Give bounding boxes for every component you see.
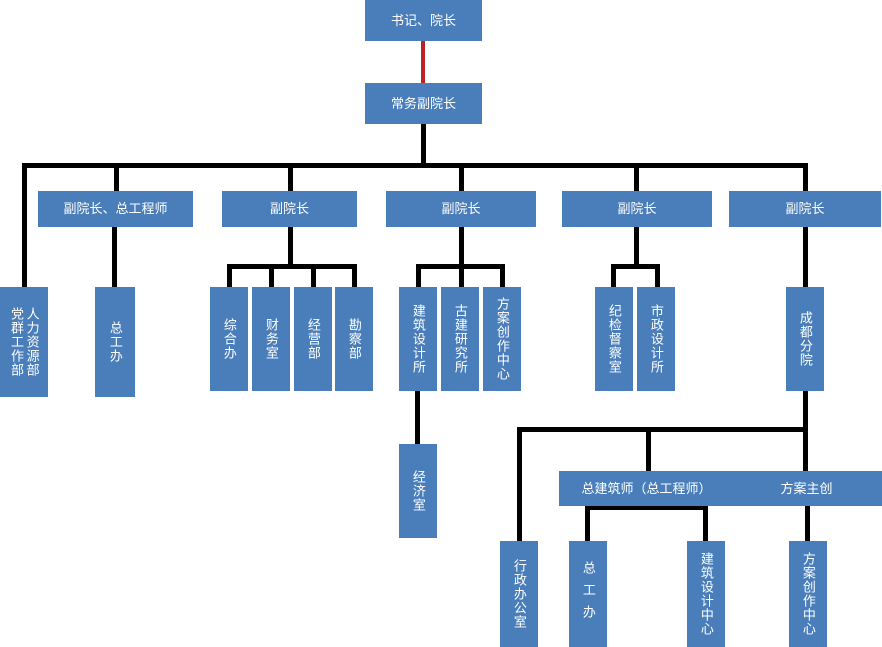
node-chengdu-branch[interactable]: 成都分院 [786, 287, 824, 391]
node-vice-president-2[interactable]: 副院长 [222, 191, 357, 227]
connector-chief-architect-to-arch-design-center [703, 505, 708, 542]
connector-drop-scheme-lead [803, 427, 808, 472]
node-architectural-design-institute[interactable]: 建筑设计所 [399, 287, 437, 391]
connector-drop-ancient-arch-institute [459, 264, 464, 288]
node-chief-architect[interactable]: 总建筑师（总工程师） [559, 471, 734, 506]
connector-chengdu-branch-stem [803, 391, 808, 431]
connector-arch-design-institute-to-economics-office [415, 391, 420, 445]
node-administrative-office[interactable]: 行政办公室 [500, 541, 538, 647]
node-ancient-architecture-institute[interactable]: 古建研究所 [441, 287, 479, 391]
node-vice-president-chief-engineer-label: 副院长、总工程师 [63, 201, 168, 217]
node-survey-department[interactable]: 勘察部 [335, 287, 373, 391]
connector-drop-scheme-creation-center [500, 264, 505, 288]
connector-drop-discipline-inspection [611, 264, 616, 288]
node-vice-president-4[interactable]: 副院长 [562, 191, 712, 227]
connector-vice2-stem [288, 226, 293, 266]
node-vice-president-chief-engineer[interactable]: 副院长、总工程师 [38, 191, 193, 227]
connector-drop-chief-architect [646, 427, 651, 472]
node-architectural-design-institute-label: 建筑设计所 [410, 304, 426, 374]
node-vice-president-5[interactable]: 副院长 [729, 191, 881, 227]
connector-director-to-exec-vice [421, 40, 425, 90]
node-municipal-design-institute-label: 市政设计所 [648, 304, 664, 374]
node-municipal-design-institute[interactable]: 市政设计所 [637, 287, 675, 391]
connector-drop-municipal-design-institute [655, 264, 660, 288]
node-business-department[interactable]: 经营部 [294, 287, 332, 391]
node-vice-president-3[interactable]: 副院长 [386, 191, 536, 227]
connector-drop-vice-3 [459, 163, 464, 192]
node-scheme-creation-center-chengdu-label: 方案创作中心 [800, 552, 816, 636]
connector-drop-vice-2 [288, 163, 293, 192]
connector-drop-vice-4 [634, 163, 639, 192]
node-economics-office[interactable]: 经济室 [399, 444, 437, 538]
connector-vice4-stem [634, 226, 639, 266]
connector-vice5-to-chengdu-branch [803, 226, 808, 288]
node-scheme-creation-center-label: 方案创作中心 [494, 297, 510, 381]
connector-scheme-lead-to-scheme-creation-center [805, 505, 810, 542]
node-survey-department-label: 勘察部 [346, 318, 362, 360]
connector-vice4-bus [611, 264, 660, 269]
node-discipline-inspection-office[interactable]: 纪检督察室 [595, 287, 633, 391]
connector-vice2-bus [227, 264, 357, 269]
node-party-affairs-and-hr[interactable]: 党群工作部 人力资源部 [0, 287, 48, 397]
node-scheme-creation-center-chengdu[interactable]: 方案创作中心 [789, 541, 827, 647]
connector-drop-general-office [227, 264, 232, 288]
connector-drop-vice-chief-eng [114, 163, 119, 192]
node-business-department-label: 经营部 [305, 318, 321, 360]
node-exec-vice-president[interactable]: 常务副院长 [365, 83, 482, 124]
node-director-label: 书记、院长 [390, 12, 456, 28]
connector-vice3-stem [459, 226, 464, 266]
node-vice-president-5-label: 副院长 [785, 201, 825, 217]
connector-drop-admin-office [517, 427, 522, 542]
connector-exec-vice-stem [421, 124, 426, 165]
connector-drop-business-dept [311, 264, 316, 288]
node-vice-president-2-label: 副院长 [269, 201, 309, 217]
node-exec-vice-president-label: 常务副院长 [390, 95, 456, 111]
node-finance-office-label: 财务室 [263, 318, 279, 360]
node-economics-office-label: 经济室 [410, 470, 426, 512]
node-human-resources-label: 人力资源部 [24, 307, 40, 377]
node-chengdu-branch-label: 成都分院 [797, 311, 813, 367]
node-vice-president-3-label: 副院长 [441, 201, 481, 217]
node-chief-engineer-office-chengdu[interactable]: 总工办 [569, 541, 607, 647]
connector-chief-architect-stem [585, 505, 590, 542]
node-ancient-architecture-institute-label: 古建研究所 [452, 304, 468, 374]
connector-vice-chief-eng-to-chief-eng-office [112, 226, 117, 288]
node-scheme-lead-label: 方案主创 [780, 480, 833, 496]
node-vice-president-4-label: 副院长 [617, 201, 657, 217]
connector-drop-survey-dept [352, 264, 357, 288]
node-scheme-lead[interactable]: 方案主创 [731, 471, 882, 506]
node-discipline-inspection-office-label: 纪检督察室 [606, 304, 622, 374]
node-finance-office[interactable]: 财务室 [252, 287, 290, 391]
node-director[interactable]: 书记、院长 [365, 0, 482, 41]
node-administrative-office-label: 行政办公室 [511, 559, 527, 629]
node-architectural-design-center-label: 建筑设计中心 [698, 552, 714, 636]
connector-chengdu-bus [517, 427, 808, 432]
node-party-affairs-label: 党群工作部 [9, 307, 24, 377]
connector-drop-vice-5 [803, 163, 808, 192]
node-scheme-creation-center[interactable]: 方案创作中心 [483, 287, 521, 391]
node-chief-engineer-office-chengdu-label: 总工办 [580, 561, 596, 627]
node-chief-engineer-office-label: 总工办 [107, 321, 123, 363]
node-chief-architect-label: 总建筑师（总工程师） [581, 480, 712, 496]
connector-chief-architect-bus [585, 505, 708, 510]
connector-level3-bus [22, 163, 806, 168]
node-chief-engineer-office[interactable]: 总工办 [95, 287, 135, 397]
connector-drop-party-hr [22, 163, 27, 288]
node-general-office-label: 综合办 [221, 318, 237, 360]
node-architectural-design-center[interactable]: 建筑设计中心 [687, 541, 725, 647]
node-general-office[interactable]: 综合办 [210, 287, 248, 391]
connector-drop-finance-office [269, 264, 274, 288]
connector-drop-arch-design-institute [416, 264, 421, 288]
